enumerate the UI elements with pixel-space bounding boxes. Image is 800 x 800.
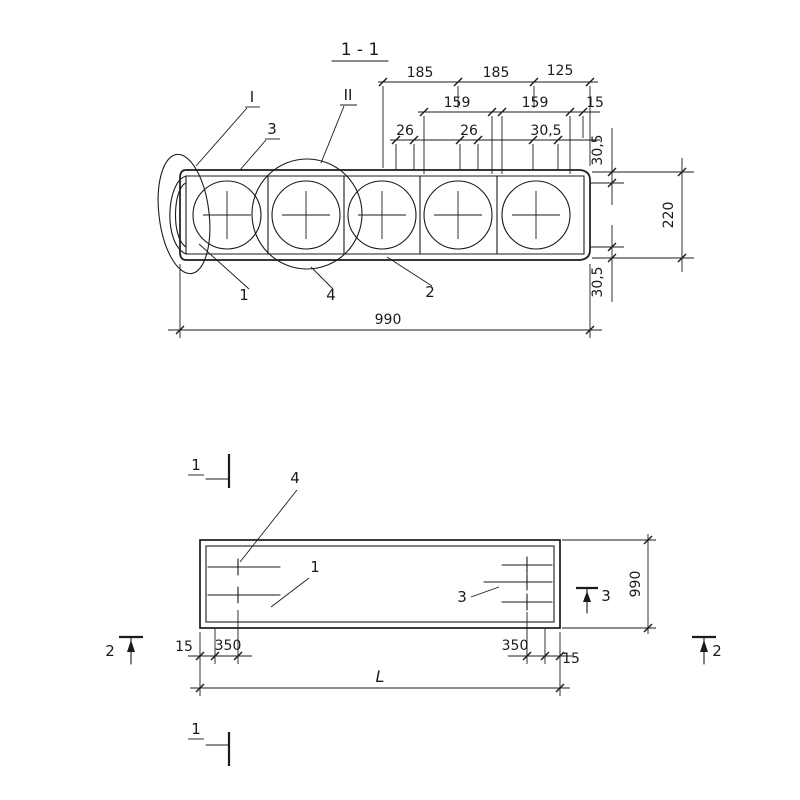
detail-label-II: II — [344, 86, 353, 104]
leader-line — [239, 489, 298, 563]
dim-label: 15 — [586, 95, 604, 111]
detail-label-I: I — [250, 88, 254, 106]
cut-label-3: 3 — [601, 587, 611, 605]
dim-label: 159 — [522, 95, 549, 111]
dim-label: 350 — [215, 638, 242, 654]
cut-marker-1-top: 1 — [188, 454, 231, 488]
leader-line — [386, 256, 433, 287]
section-title-label: 1 - 1 — [341, 40, 380, 60]
section-callouts-top: I 3 II — [195, 86, 357, 171]
section-view: 1 - 1 — [157, 40, 694, 338]
lifting-loop-outer — [169, 175, 187, 255]
dim-label: 30,5 — [530, 123, 561, 139]
leader-line — [239, 139, 267, 171]
callout-label-1: 1 — [310, 558, 320, 576]
anchor-marks-left — [207, 558, 281, 604]
leader-line — [310, 266, 334, 290]
cut-label-1: 1 — [191, 720, 201, 738]
dim-row-185-185-125: 185 185 125 — [378, 63, 598, 168]
cut-marker-2-right: 2 — [692, 635, 722, 665]
dim-label: 15 — [562, 651, 580, 667]
leader-line — [198, 243, 250, 290]
anchor-marks-right — [483, 556, 553, 611]
callout-label-2: 2 — [425, 283, 435, 301]
callout-label-4: 4 — [326, 286, 336, 304]
callout-label-4: 4 — [290, 469, 300, 487]
leader-line — [270, 577, 310, 608]
plan-callouts: 4 1 3 — [239, 469, 500, 608]
cut-label-2: 2 — [105, 642, 115, 660]
plan-view: 4 1 3 1 1 2 2 — [105, 454, 722, 766]
dim-label-vertical: 990 — [628, 571, 644, 598]
dim-label: 26 — [396, 123, 414, 139]
slab-cross-section — [169, 169, 591, 261]
cut-marker-1-bottom: 1 — [188, 720, 231, 766]
dim-plan-width: 990 — [562, 534, 656, 634]
dim-row-159-159-15: 159 159 15 — [418, 95, 604, 174]
section-callouts-bottom: 1 4 2 — [198, 243, 435, 304]
slab-outline — [179, 169, 591, 261]
dim-plan-right: 350 15 — [502, 612, 580, 667]
dim-label-vertical: 30,5 — [590, 134, 606, 165]
dim-label: 990 — [375, 312, 402, 328]
dim-label: 185 — [407, 65, 434, 81]
callout-label-1: 1 — [239, 286, 249, 304]
dim-label: 350 — [502, 638, 529, 654]
panel-inner-outline — [205, 545, 555, 623]
dim-label: 185 — [483, 65, 510, 81]
leader-line — [195, 107, 248, 167]
lifting-loop-inner — [174, 182, 187, 248]
cut-label-1: 1 — [191, 456, 201, 474]
leader-line — [470, 586, 500, 598]
detail-circle-II — [251, 158, 363, 270]
dim-width-990: 990 — [168, 264, 602, 338]
dim-label-vertical: 220 — [661, 202, 677, 229]
dim-label: 159 — [444, 95, 471, 111]
callout-label-3: 3 — [267, 120, 277, 138]
hollow-core-5 — [501, 180, 571, 250]
detail-ellipse-I — [157, 153, 211, 275]
dim-row-26-26-305: 26 26 30,5 — [390, 123, 600, 170]
dim-plan-length: L — [190, 632, 570, 696]
hollow-core-2 — [271, 180, 341, 250]
panel-outline — [199, 539, 561, 629]
hollow-core-4 — [423, 180, 493, 250]
cut-marker-2-left: 2 — [105, 635, 143, 665]
dim-label: 26 — [460, 123, 478, 139]
callout-label-3: 3 — [457, 588, 467, 606]
dim-label-vertical: 30,5 — [590, 266, 606, 297]
dim-label: L — [376, 667, 385, 686]
dim-label: 125 — [547, 63, 574, 79]
section-title: 1 - 1 — [331, 40, 389, 62]
hollow-core-3 — [347, 180, 417, 250]
hollow-core-1 — [192, 180, 262, 250]
cut-marker-3-right: 3 — [576, 586, 611, 614]
leader-line — [320, 105, 345, 164]
dim-label: 15 — [175, 639, 193, 655]
dim-right-side: 30,5 30,5 220 — [590, 128, 694, 302]
cut-label-2: 2 — [712, 642, 722, 660]
dim-plan-left: 15 350 — [175, 610, 252, 664]
